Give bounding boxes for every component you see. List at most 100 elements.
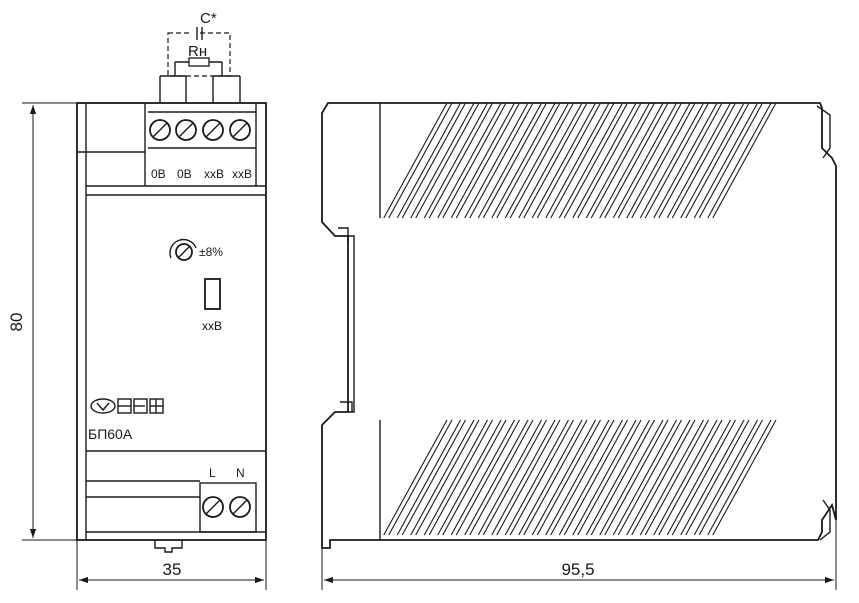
- vent-slot-edge: [558, 419, 623, 536]
- vent-slot-edge: [531, 102, 596, 219]
- vent-slot-edge: [509, 102, 574, 219]
- dimension-lines: 80 35 95,5: [7, 102, 837, 590]
- vent-slot-edge: [558, 102, 623, 219]
- vent-slot-edge: [563, 419, 628, 536]
- vent-slot-edge: [428, 102, 493, 219]
- vent-slot-edge: [410, 102, 475, 219]
- vent-slot-edge: [464, 102, 529, 219]
- output-terminals: [148, 111, 256, 149]
- vent-slot-edge: [491, 102, 556, 219]
- terminal-label: 0В: [177, 167, 192, 181]
- side-housing: [321, 102, 837, 549]
- capacitor-dashed-loop: [167, 32, 231, 77]
- vent-slot-edge: [423, 102, 488, 219]
- vent-slot-edge: [545, 102, 610, 219]
- vent-slot-edge: [644, 102, 709, 219]
- vent-slot-edge: [639, 102, 704, 219]
- vent-slot-edge: [590, 102, 655, 219]
- vent-slot-edge: [572, 102, 637, 219]
- ventilation-slots-top: [383, 102, 777, 219]
- ventilation-slots-bottom: [383, 419, 777, 536]
- vent-slot-edge: [396, 419, 461, 536]
- vent-slot-edge: [545, 419, 610, 536]
- vent-slot-edge: [644, 419, 709, 536]
- terminal-label: xxВ: [232, 167, 252, 181]
- vent-slot-edge: [383, 419, 448, 536]
- vent-slot-edge: [599, 102, 664, 219]
- screw-terminal[interactable]: [229, 119, 251, 141]
- screw-terminal[interactable]: [202, 119, 224, 141]
- vent-slot-edge: [631, 102, 696, 219]
- vent-slot-edge: [685, 419, 750, 536]
- vent-slot-edge: [504, 419, 569, 536]
- vent-slot-edge: [410, 419, 475, 536]
- vent-slot-edge: [585, 419, 650, 536]
- vent-slot-edge: [469, 102, 534, 219]
- vent-slot-edge: [477, 102, 542, 219]
- terminal-label: 0В: [151, 167, 166, 181]
- vent-slot-edge: [401, 102, 466, 219]
- vent-slot-edge: [617, 102, 682, 219]
- vent-slot-edge: [455, 419, 520, 536]
- vent-slot-edge: [482, 419, 547, 536]
- vent-slot-edge: [504, 102, 569, 219]
- front-view: 0В 0В xxВ xxВ ±8% xxВ БП60А L N: [76, 102, 267, 553]
- vent-slot-edge: [658, 419, 723, 536]
- vent-slot-edge: [685, 102, 750, 219]
- led-indicator: [204, 278, 221, 310]
- vent-slot-edge: [509, 419, 574, 536]
- vent-slot-edge: [396, 102, 461, 219]
- vent-slot-edge: [450, 419, 515, 536]
- screw-terminal-l[interactable]: [202, 496, 224, 518]
- vent-slot-edge: [585, 102, 650, 219]
- vent-slot-edge: [712, 419, 777, 536]
- front-housing: [76, 102, 267, 541]
- vent-slot-edge: [639, 419, 704, 536]
- input-terminal-block: [199, 482, 257, 533]
- resistor-label: Rн: [188, 43, 207, 60]
- vent-slot-edge: [455, 102, 520, 219]
- voltage-adjust-knob[interactable]: [169, 238, 197, 261]
- vent-slot-edge: [415, 419, 480, 536]
- screw-terminal-n[interactable]: [229, 496, 251, 518]
- din-rail-clip: [348, 235, 355, 413]
- vent-slot-edge: [626, 419, 691, 536]
- vent-slot-edge: [693, 419, 758, 536]
- vent-slot-edge: [631, 419, 696, 536]
- vent-slot-edge: [523, 419, 588, 536]
- vent-slot-edge: [536, 102, 601, 219]
- vent-slot-edge: [401, 419, 466, 536]
- vent-slot-edge: [496, 102, 561, 219]
- vent-slot-edge: [666, 419, 731, 536]
- vent-slot-edge: [680, 419, 745, 536]
- vent-slot-edge: [612, 102, 677, 219]
- vent-slot-edge: [680, 102, 745, 219]
- vent-slot-edge: [531, 419, 596, 536]
- load-schematic: C* Rн: [159, 10, 241, 103]
- vent-slot-edge: [712, 102, 777, 219]
- vent-slot-edge: [612, 419, 677, 536]
- vent-slot-edge: [671, 102, 736, 219]
- vent-slot-edge: [658, 102, 723, 219]
- vent-slot-edge: [707, 419, 772, 536]
- din-latch[interactable]: [154, 540, 183, 553]
- screw-terminal[interactable]: [149, 119, 171, 141]
- vent-slot-edge: [428, 419, 493, 536]
- vent-slot-edge: [550, 102, 615, 219]
- vent-slot-edge: [626, 102, 691, 219]
- led-label: xxВ: [202, 319, 222, 333]
- screw-terminal[interactable]: [175, 119, 197, 141]
- vent-slot-edge: [388, 419, 453, 536]
- input-label-n: N: [236, 466, 245, 480]
- vent-slot-edge: [383, 102, 448, 219]
- vent-slot-edge: [617, 419, 682, 536]
- vent-slot-edge: [469, 419, 534, 536]
- vent-slot-edge: [550, 419, 615, 536]
- width-dimension: 35: [163, 560, 182, 579]
- terminal-label: xxВ: [204, 167, 224, 181]
- vent-slot-edge: [666, 102, 731, 219]
- vent-slot-edge: [693, 102, 758, 219]
- vent-slot-edge: [415, 102, 480, 219]
- vent-slot-edge: [518, 102, 583, 219]
- vent-slot-edge: [491, 419, 556, 536]
